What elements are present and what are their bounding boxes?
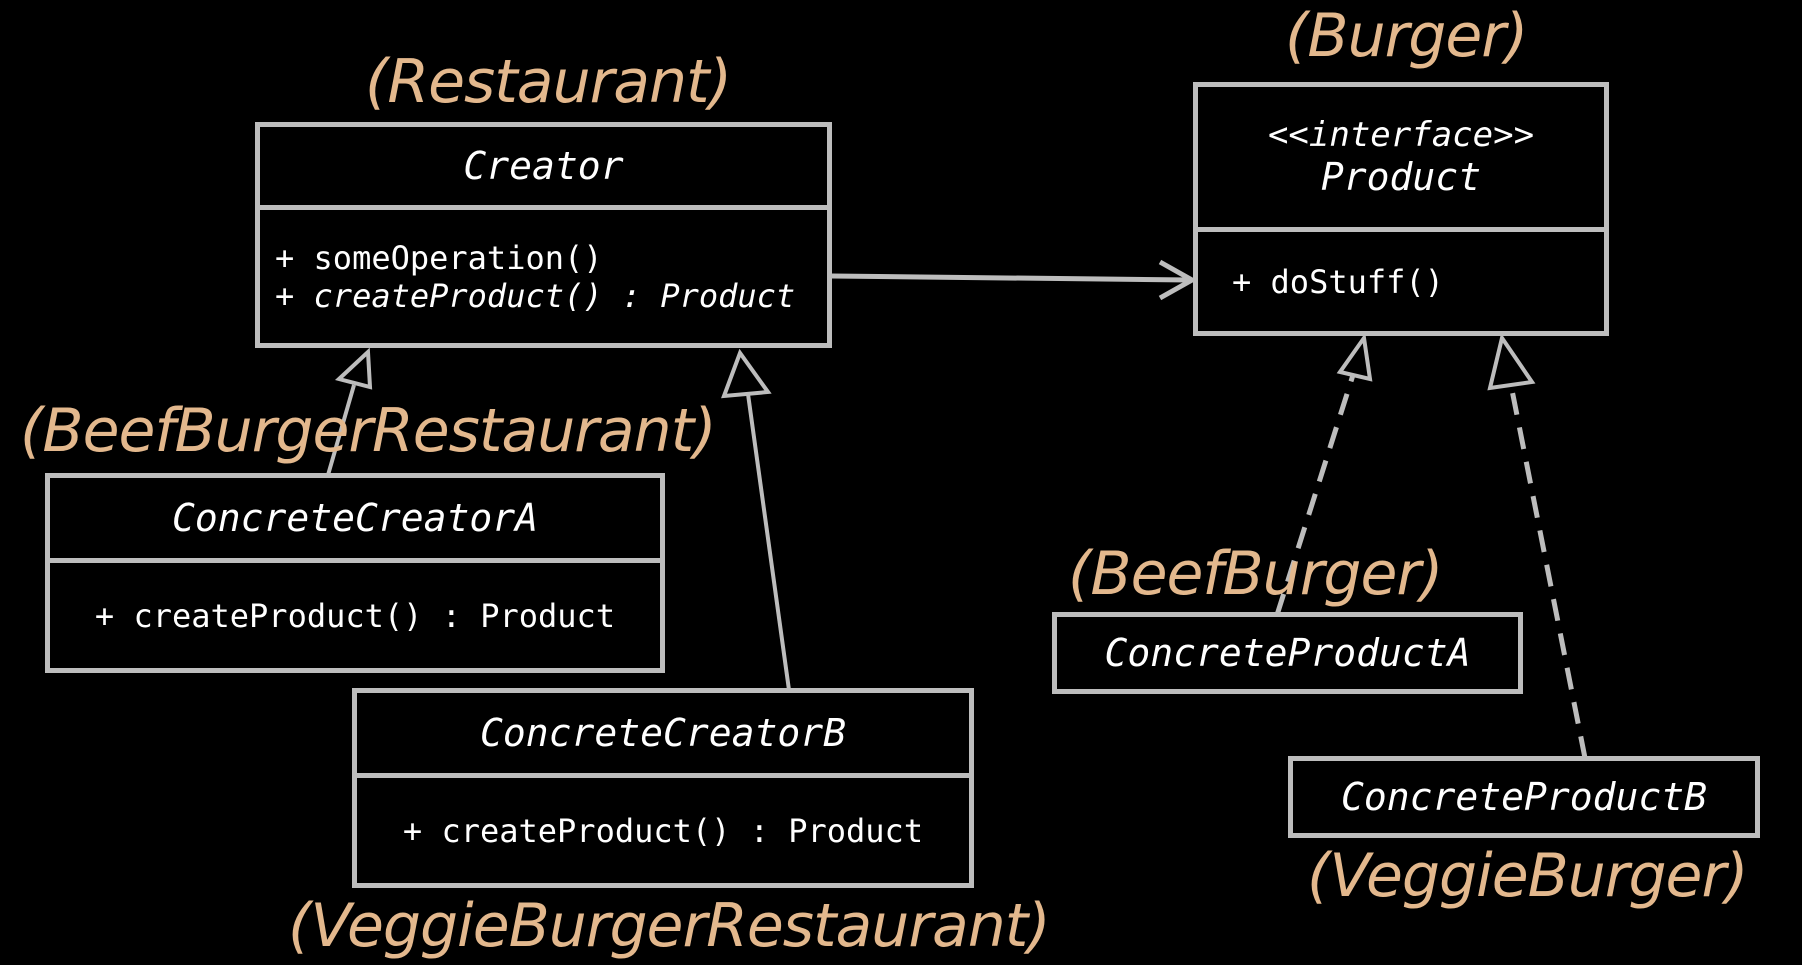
operation-create-product-b: + createProduct() : Product	[402, 811, 924, 850]
alias-restaurant: (Restaurant)	[365, 47, 732, 117]
class-name-product: Product	[1320, 155, 1482, 199]
operation-create-product-a: + createProduct() : Product	[94, 596, 616, 635]
association-arrowhead	[1158, 259, 1198, 301]
class-concrete-creator-b[interactable]: ConcreteCreatorB + createProduct() : Pro…	[352, 688, 974, 888]
class-concrete-creator-a[interactable]: ConcreteCreatorA + createProduct() : Pro…	[45, 473, 665, 673]
realization-line-product-b	[1508, 384, 1588, 759]
class-concrete-product-b[interactable]: ConcreteProductB	[1288, 756, 1760, 838]
class-concrete-product-a[interactable]: ConcreteProductA	[1052, 612, 1523, 694]
alias-veggie-burger: (VeggieBurger)	[1307, 841, 1749, 911]
realization-arrowhead-b	[1487, 333, 1536, 391]
class-creator[interactable]: Creator + someOperation() + createProduc…	[255, 122, 832, 348]
class-name-creator: Creator	[463, 144, 624, 188]
alias-beef-burger-restaurant: (BeefBurgerRestaurant)	[20, 396, 717, 466]
realization-arrowhead-a	[1336, 332, 1373, 382]
class-name-concrete-product-a: ConcreteProductA	[1104, 631, 1471, 675]
generalization-line-creator-a	[326, 384, 356, 476]
generalization-line-creator-b	[746, 393, 791, 691]
class-name-concrete-creator-a: ConcreteCreatorA	[171, 496, 539, 540]
alias-veggie-burger-restaurant: (VeggieBurgerRestaurant)	[288, 891, 1051, 961]
operation-do-stuff: + doStuff()	[1232, 262, 1444, 301]
interface-stereotype: <<interface>>	[1267, 115, 1535, 155]
generalization-arrowhead-a	[334, 347, 373, 390]
operation-create-product-abstract: + createProduct() : Product	[275, 276, 796, 315]
generalization-arrowhead-b	[721, 348, 772, 399]
class-name-concrete-creator-b: ConcreteCreatorB	[479, 711, 847, 755]
alias-beef-burger: (BeefBurger)	[1068, 539, 1443, 609]
operation-some-operation: + someOperation()	[275, 238, 603, 277]
class-name-concrete-product-b: ConcreteProductB	[1340, 775, 1708, 819]
association-line-creator-product	[831, 273, 1191, 283]
realization-line-product-a	[1274, 374, 1356, 616]
class-product-interface[interactable]: <<interface>> Product + doStuff()	[1193, 82, 1609, 336]
alias-burger: (Burger)	[1285, 1, 1528, 71]
